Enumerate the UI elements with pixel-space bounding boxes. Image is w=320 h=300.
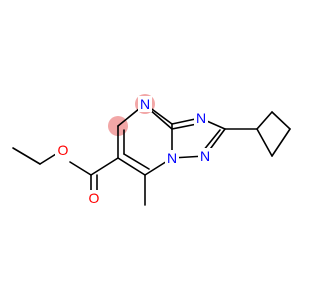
bond-carbonyl-o-single <box>69 161 92 176</box>
nitrogen-atom-label-top: N <box>140 96 150 112</box>
nitrogen-atom-label-right: N <box>196 110 206 126</box>
oxygen-atom-label-double: O <box>89 190 100 206</box>
label-bg-n4 <box>138 96 152 112</box>
molecule-structure-diagram: N N N N O O <box>12 94 291 206</box>
nitrogen-atom-label-lower: N <box>200 148 210 164</box>
molecule-svg: N N N N O O <box>12 94 291 206</box>
bond-ethyl-ch3 <box>12 147 41 165</box>
label-bg-o-single <box>55 142 71 158</box>
label-bg-n1 <box>198 148 212 164</box>
bond-c2-n1-inner <box>202 129 221 152</box>
bond-cb3-cb4 <box>271 128 291 157</box>
bond-cb1-cb2 <box>256 111 273 130</box>
atom-label-layer: N N N N O O <box>55 96 212 206</box>
oxygen-atom-label-single: O <box>58 142 69 158</box>
bond-layer <box>12 103 291 206</box>
label-bg-n3 <box>194 110 208 126</box>
nitrogen-atom-label-bridge: N <box>167 150 177 166</box>
bond-c7-c6-inner <box>123 153 150 170</box>
bond-c7-c6 <box>117 157 146 176</box>
bond-c3a-n3-inner <box>171 123 198 130</box>
bond-o-ethyl <box>39 153 57 165</box>
label-bg-n8 <box>165 150 179 166</box>
bond-cb4-cb1 <box>256 128 273 157</box>
bond-c6-carbonyl <box>90 157 119 176</box>
bond-cb2-cb3 <box>271 111 291 130</box>
bond-n4-c3a-inner <box>148 108 173 130</box>
label-bg-o-double <box>86 190 102 206</box>
